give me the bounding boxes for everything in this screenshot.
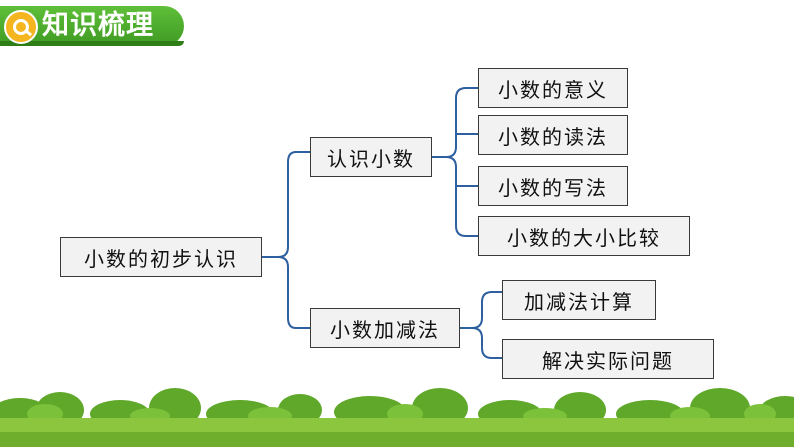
connector-root-spine [277,151,297,329]
leaf-node-1-3: 小数的写法 [478,166,628,206]
connector-branch-2-spine [471,291,493,359]
root-node: 小数的初步认识 [60,237,262,277]
grass-shadow [0,432,794,447]
leaf-node-2-2: 解决实际问题 [502,339,714,379]
connector-branch-1-spine [445,87,467,237]
leaf-node-1-4: 小数的大小比较 [478,216,690,256]
leaf-node-2-1: 加减法计算 [502,280,656,320]
leaf-node-1-2: 小数的读法 [478,115,628,155]
magnifier-badge-icon [4,10,38,44]
branch-node-1: 认识小数 [310,137,432,177]
leaf-node-1-1: 小数的意义 [478,68,628,108]
page-title: 知识梳理 [42,10,154,41]
branch-node-2: 小数加减法 [310,308,460,348]
